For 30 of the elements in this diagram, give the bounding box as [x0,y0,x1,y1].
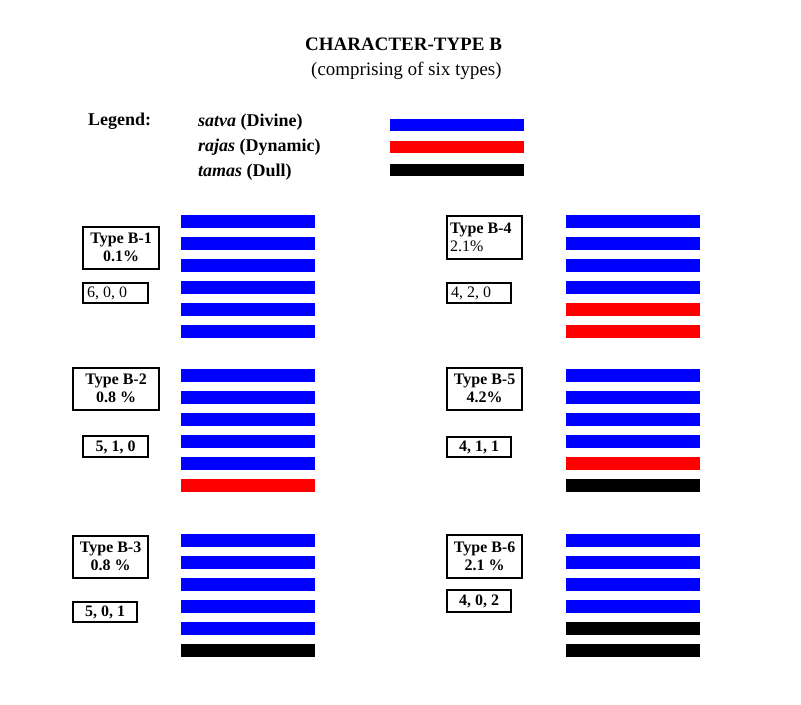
type-percentage: 0.8 % [90,557,132,575]
type-name: Type B-2 [84,371,148,389]
type-percentage: 0.8 % [95,389,137,407]
guna-counts: 6, 0, 0 [82,282,149,304]
type-name: Type B-3 [78,539,142,557]
guna-counts: 5, 0, 1 [72,601,138,623]
guna-counts: 4, 2, 0 [446,282,512,304]
type-card [446,215,523,260]
type-percentage: 2.1 % [464,556,506,574]
legend-label: tamas (Dull) [198,159,292,181]
diagram-title: CHARACTER-TYPE B [305,34,502,56]
type-card [82,226,160,270]
type-percentage: 0.1% [102,248,140,266]
type-card [446,367,523,411]
legend-label: satva (Divine) [198,109,302,131]
type-name: Type B-1 [89,230,153,248]
legend-label: rajas (Dynamic) [198,134,320,156]
guna-counts: 4, 0, 2 [446,589,512,613]
type-name: Type B-5 [452,371,516,389]
type-name: Type B-4 [450,220,512,238]
diagram-subtitle: (comprising of six types) [311,59,502,81]
guna-counts: 5, 1, 0 [82,435,149,458]
type-card [72,367,160,411]
type-percentage: 2.1% [450,238,484,256]
type-card [72,535,149,579]
legend-heading: Legend: [88,109,151,130]
guna-counts: 4, 1, 1 [446,436,512,458]
type-percentage: 4.2% [466,389,504,407]
type-card [446,534,523,579]
type-name: Type B-6 [452,538,516,556]
